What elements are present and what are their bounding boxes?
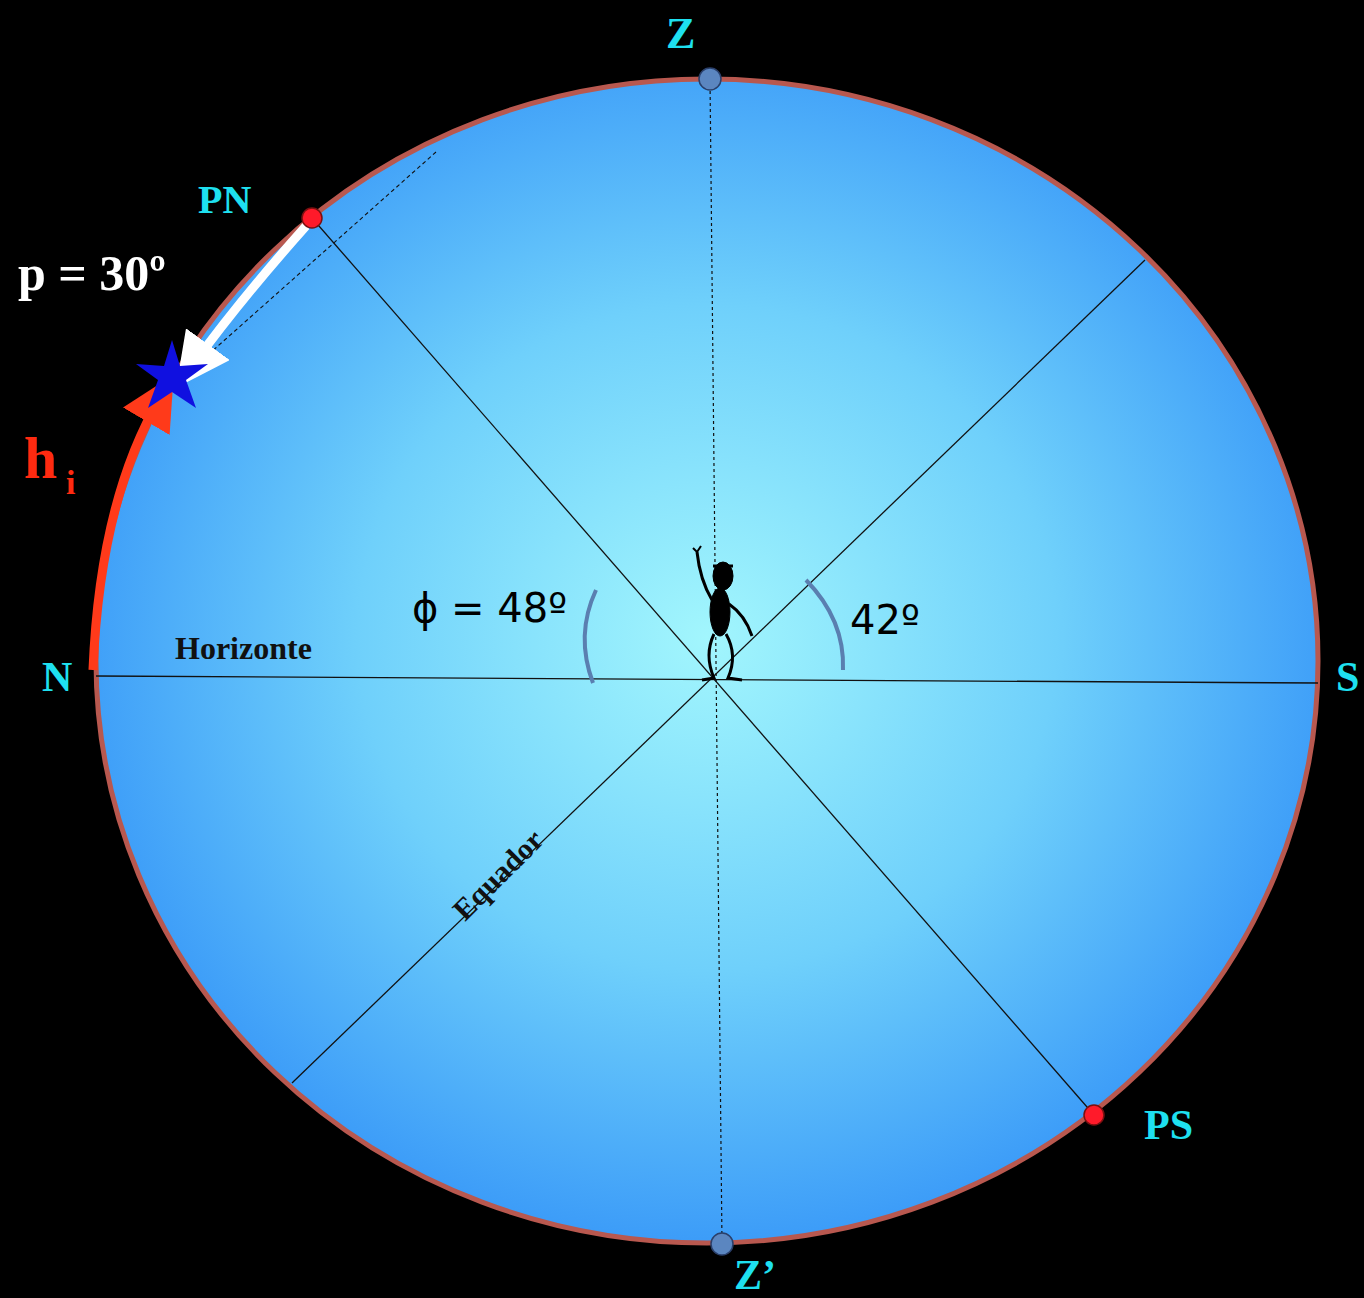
zenith-dot (699, 68, 721, 90)
polar-distance-label: p = 30º (18, 248, 166, 298)
nadir-dot (711, 1233, 733, 1255)
polar-distance-arrow (192, 226, 306, 366)
angle-label: 42º (850, 600, 920, 640)
pole-label: PN (198, 180, 251, 220)
zenith-label: Z (666, 12, 695, 56)
altitude-subscript: i (66, 466, 75, 500)
pole-dot (1084, 1105, 1104, 1125)
horizon-label: Horizonte (175, 632, 312, 664)
nadir-label: Z’ (734, 1254, 776, 1296)
polar-axis (312, 218, 1094, 1115)
angle-arc (806, 580, 843, 670)
equator-line (292, 260, 1145, 1083)
latitude-label: ϕ = 48º (412, 588, 567, 628)
zenith-line (710, 79, 722, 1244)
altitude-label: h (24, 428, 57, 488)
parallel-line (182, 152, 436, 378)
pole-label: PS (1144, 1104, 1193, 1146)
sphere (96, 79, 1318, 1243)
angle-arc (585, 590, 596, 683)
observer-figure (693, 546, 752, 680)
altitude-arrow (93, 398, 160, 670)
star (136, 340, 208, 408)
pole-dot (302, 208, 322, 228)
south-label: S (1336, 656, 1359, 698)
north-label: N (42, 656, 72, 698)
